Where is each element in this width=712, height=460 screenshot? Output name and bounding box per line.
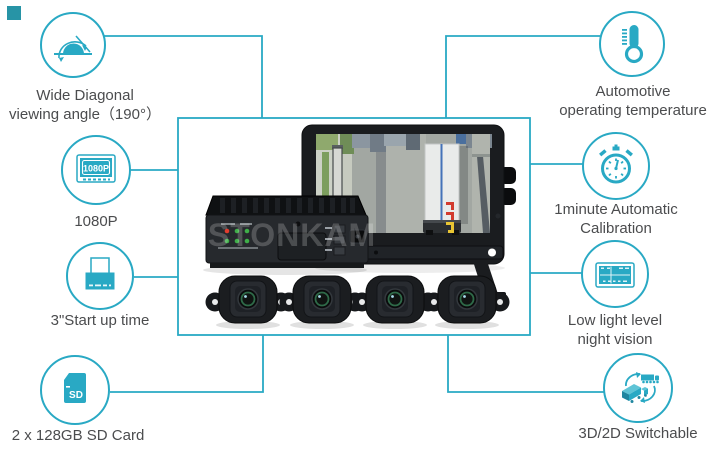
- label-startup: 3"Start up time: [50, 312, 150, 329]
- svg-text:1080P: 1080P: [83, 164, 109, 174]
- truck-3d: [622, 384, 648, 403]
- truck-top-view: [423, 143, 468, 235]
- svg-text:SD: SD: [69, 390, 83, 401]
- badge-startup: [66, 242, 134, 310]
- badge-sd-card: SD: [40, 355, 110, 425]
- badge-1080p: 1080P: [61, 135, 131, 205]
- truck-2d: [641, 374, 659, 384]
- badge-switchable: [603, 353, 673, 423]
- heatsink-fins: [220, 198, 355, 213]
- brand-watermark: STONKAM: [208, 217, 376, 253]
- product-cluster-image: STONKAM: [203, 124, 516, 330]
- thermometer-icon: [622, 25, 644, 64]
- dvr-recorder: STONKAM: [203, 195, 376, 275]
- dvr-connectors: [325, 224, 366, 256]
- wide-angle-icon: [54, 35, 92, 62]
- connector-sd: [110, 335, 264, 393]
- badge-night-vision: [581, 240, 649, 308]
- label-switchable: 3D/2D Switchable: [578, 425, 698, 442]
- camera-4: [423, 275, 511, 330]
- label-sd-card: 2 x 128GB SD Card: [11, 427, 145, 444]
- night-vision-icon: [595, 262, 635, 288]
- monitor-sensor: [495, 213, 501, 219]
- sd-card-icon: SD: [64, 373, 86, 403]
- startup-screen-icon: [85, 257, 115, 290]
- dvr-door: [277, 232, 327, 261]
- badge-calibration: [582, 132, 650, 200]
- connector-switchable: [447, 335, 604, 393]
- stopwatch-icon: [599, 144, 633, 184]
- connector-wide-angle: [104, 35, 263, 118]
- badge-temperature: [599, 11, 665, 77]
- status-leds: [218, 223, 258, 249]
- 1080p-monitor-icon: 1080P: [76, 154, 116, 183]
- badge-wide-angle: [40, 12, 106, 78]
- camera-2: [278, 275, 366, 330]
- 3d-2d-trucks-icon: [622, 372, 659, 403]
- camera-1: [204, 275, 292, 330]
- connector-temperature: [445, 35, 600, 118]
- center-box-border: [177, 117, 531, 336]
- corner-accent-square: [7, 6, 21, 20]
- label-1080p: 1080P: [74, 213, 118, 230]
- camera-pole: [332, 145, 343, 149]
